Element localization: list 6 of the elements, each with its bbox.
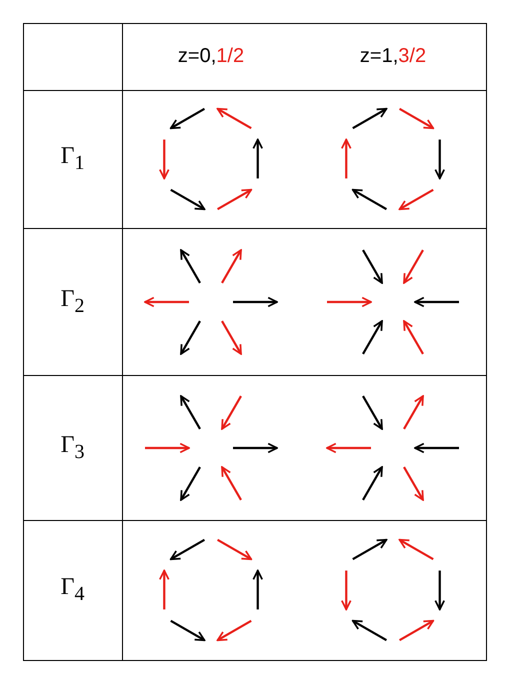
column-header: z=1,3/2	[360, 45, 426, 68]
column-header: z=0,1/2	[178, 45, 244, 68]
row-header: Γ$_{4}$	[60, 574, 84, 606]
row-header: Γ$_{1}$	[60, 143, 84, 175]
row-header: Γ$_{2}$	[60, 286, 84, 318]
row-header: Γ$_{3}$	[60, 432, 84, 464]
